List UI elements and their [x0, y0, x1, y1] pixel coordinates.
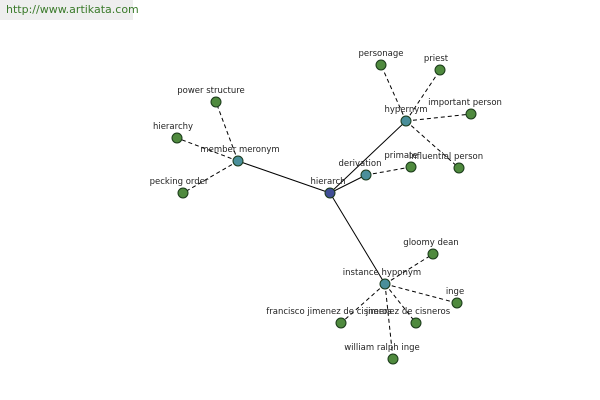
edge-derivation-primate: [365, 166, 412, 176]
edge-instance-hyponym-jimenez-de-cisneros: [384, 283, 417, 324]
term-node-william-ralph-inge[interactable]: [387, 353, 399, 365]
relation-node-instance-hyponym[interactable]: [379, 278, 391, 290]
edge-instance-hyponym-gloomy-dean: [384, 253, 434, 285]
edge-center-hypernym: [329, 120, 407, 194]
edge-instance-hyponym-william-ralph-inge: [384, 283, 394, 360]
term-label-primate: primate: [384, 151, 417, 161]
relation-node-member-meronym[interactable]: [232, 155, 244, 167]
term-node-primate[interactable]: [405, 161, 417, 173]
relation-label-member-meronym: member meronym: [200, 145, 279, 155]
term-node-gloomy-dean[interactable]: [427, 248, 439, 260]
graph-labels: member meronym power structure hierarchy pe…: [150, 49, 502, 353]
edge-instance-hyponym-francisco-jimenez-de-cisneros: [340, 283, 386, 324]
relation-label-hypernym: hypernym: [384, 105, 427, 115]
term-label-personage: personage: [359, 49, 404, 59]
edge-member-meronym-pecking-order: [182, 160, 239, 194]
term-label-influential-person: influential person: [409, 152, 483, 162]
edge-hypernym-priest: [405, 69, 441, 122]
term-label-hierarchy: hierarchy: [153, 122, 193, 132]
term-label-important-person: important person: [428, 98, 502, 108]
term-label-jimenez-de-cisneros: jimenez de cisneros: [365, 307, 451, 317]
center-node-hierarch[interactable]: [324, 187, 336, 199]
term-node-influential-person[interactable]: [453, 162, 465, 174]
term-node-priest[interactable]: [434, 64, 446, 76]
edge-member-meronym-power-structure: [215, 101, 239, 162]
center-label-hierarch: hierarch: [310, 177, 345, 187]
edge-member-meronym-hierarchy: [176, 137, 239, 162]
term-label-francisco-jimenez-de-cisneros: francisco jimenez de cisneros: [266, 307, 392, 317]
source-url-link[interactable]: http://www.artikata.com: [0, 0, 139, 20]
relation-label-instance-hyponym: instance hyponym: [343, 268, 421, 278]
term-node-inge[interactable]: [451, 297, 463, 309]
term-label-william-ralph-inge: william ralph inge: [344, 343, 420, 353]
term-label-gloomy-dean: gloomy dean: [403, 238, 458, 248]
term-label-priest: priest: [424, 54, 449, 64]
term-node-pecking-order[interactable]: [177, 187, 189, 199]
edge-hypernym-influential-person: [405, 120, 460, 169]
term-label-power-structure: power structure: [177, 86, 245, 96]
edge-hypernym-personage: [380, 64, 407, 122]
edge-center-instance-hyponym: [329, 192, 386, 285]
term-node-important-person[interactable]: [465, 108, 477, 120]
term-node-personage[interactable]: [375, 59, 387, 71]
edge-hypernym-important-person: [405, 113, 472, 122]
edge-instance-hyponym-inge: [384, 283, 458, 304]
edge-center-member-meronym: [237, 160, 331, 194]
relation-node-derivation[interactable]: [360, 169, 372, 181]
term-label-inge: inge: [446, 287, 464, 297]
relation-node-hypernym[interactable]: [400, 115, 412, 127]
graph-edges: [176, 64, 472, 360]
term-node-jimenez-de-cisneros[interactable]: [410, 317, 422, 329]
graph-nodes: [171, 59, 477, 365]
term-label-pecking-order: pecking order: [150, 177, 209, 187]
term-node-hierarchy[interactable]: [171, 132, 183, 144]
relation-label-derivation: derivation: [338, 159, 381, 169]
edge-center-derivation: [329, 174, 367, 194]
term-node-power-structure[interactable]: [210, 96, 222, 108]
term-node-francisco-jimenez-de-cisneros[interactable]: [335, 317, 347, 329]
